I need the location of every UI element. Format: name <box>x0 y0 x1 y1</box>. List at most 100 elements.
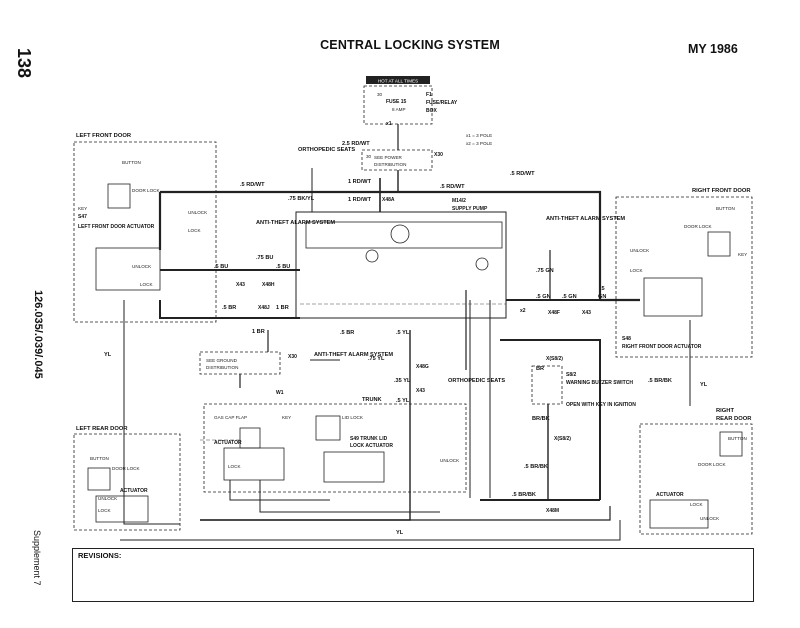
lf-act-lock: LOCK <box>140 282 153 287</box>
x-s8-b: X(S8/2) <box>554 436 571 442</box>
lf-unlock-label: UNLOCK <box>188 210 208 215</box>
f1-name2: BOX <box>426 108 438 114</box>
rr-button-box <box>719 431 743 457</box>
rf-key-label: KEY <box>738 252 747 257</box>
m14-label: M14/2 <box>452 198 466 204</box>
buzzer-switch-box <box>531 365 563 405</box>
wire-1br-a: 1 BR <box>276 305 289 311</box>
wire-5brbk-b: .5 BR/BK <box>524 464 548 470</box>
yl-bottom: YL <box>396 530 404 536</box>
s49-label: S49 TRUNK LID <box>350 436 388 442</box>
wire-5brbk-c: .5 BR/BK <box>512 492 536 498</box>
see-ground: SEE GROUND <box>206 358 238 363</box>
lf-lock-label: LOCK <box>188 228 201 233</box>
wire-5bu-b: .5 BU <box>276 264 290 270</box>
br-label: BR <box>536 366 544 372</box>
f1-name1: FUSE/RELAY <box>426 100 458 106</box>
wire-5gn-b: .5 GN <box>562 294 577 300</box>
x48f: X48F <box>548 310 560 316</box>
wire-5gn-a: .5 GN <box>536 294 551 300</box>
revisions-label: REVISIONS: <box>78 551 122 560</box>
m14-name: SUPPLY PUMP <box>452 206 488 212</box>
ortho-seats-top: ORTHOPEDIC SEATS <box>298 147 355 153</box>
s49-actuator-body <box>323 451 385 483</box>
wire-5rdwt-mid: .5 RD/WT <box>440 184 465 190</box>
harness-top <box>160 190 602 300</box>
x1-top: x1 <box>386 121 392 127</box>
ortho-seats-mid: ORTHOPEDIC SEATS <box>448 378 505 384</box>
rr-actuator-body <box>649 499 709 529</box>
x43-right: X43 <box>582 310 591 316</box>
rf-actuator-body <box>643 277 703 317</box>
f1-label: F1 <box>426 92 432 98</box>
x30-top: X30 <box>434 152 443 158</box>
rf-button-box <box>707 231 731 257</box>
lid-lock-box <box>315 415 341 441</box>
wire-5brbk-a: .5 BR/BK <box>648 378 672 384</box>
t30: 30 <box>366 154 372 159</box>
wire-75yl: .75 YL <box>368 356 385 362</box>
supply-pump-box <box>295 211 507 319</box>
revisions-box <box>72 548 754 602</box>
left-front-door-box <box>73 141 217 323</box>
wire-1rdwt-b: 1 RD/WT <box>348 197 372 203</box>
right-front-door-box <box>615 196 753 358</box>
lf-button-label: BUTTON <box>122 160 141 165</box>
hot-at-all-times-badge <box>366 76 430 84</box>
right-rear-door-box <box>639 423 753 535</box>
x48j: X48J <box>258 305 270 311</box>
x48h: X48H <box>262 282 275 288</box>
wire-5rdwt-left: .5 RD/WT <box>240 182 265 188</box>
power-distribution-box <box>361 149 433 171</box>
lr-lock-label: LOCK <box>98 508 111 513</box>
fuse-box <box>363 85 433 125</box>
lf-act-unlock: UNLOCK <box>132 264 152 269</box>
yl-left: YL <box>104 352 112 358</box>
rr-lock-label: LOCK <box>690 502 703 507</box>
distribution: DISTRIBUTION <box>374 162 406 167</box>
fuse-term: 30 <box>377 92 383 97</box>
lf-door-lock-label: DOOR LOCK <box>132 188 161 193</box>
right-rear-door-title-1: RIGHT <box>716 408 734 414</box>
model-year: MY 1986 <box>688 42 738 56</box>
hot-at-all-times-text: HOT AT ALL TIMES <box>378 79 418 84</box>
s47-label: S47 <box>78 214 87 220</box>
rf-actuator-label: RIGHT FRONT DOOR ACTUATOR <box>622 344 702 350</box>
trunk-lock-label: LOCK <box>228 464 241 469</box>
gas-cap-box <box>239 427 261 449</box>
wire-5br: .5 BR <box>222 305 236 311</box>
x-s8-a: X(S8/2) <box>546 356 563 362</box>
lr-unlock-label: UNLOCK <box>98 496 118 501</box>
ground-distribution-box <box>199 351 281 375</box>
right-front-door-title: RIGHT FRONT DOOR <box>692 188 751 194</box>
wire-35yl: .35 YL <box>394 378 411 384</box>
left-rear-door-box <box>73 433 181 531</box>
anti-theft-left: ANTI-THEFT ALARM SYSTEM <box>256 220 335 226</box>
supply-pump-inner <box>305 221 503 249</box>
pole1: x1 = 3 POLE <box>466 133 492 138</box>
lf-actuator-label: LEFT FRONT DOOR ACTUATOR <box>78 224 155 230</box>
wire-gn-d: GN <box>598 294 606 300</box>
lf-key-label: KEY <box>78 206 87 211</box>
wire-5rdwt-right: .5 RD/WT <box>510 171 535 177</box>
ground-distribution: DISTRIBUTION <box>206 365 238 370</box>
s8-desc: OPEN WITH KEY IN IGNITION <box>566 402 636 408</box>
rr-door-lock-label: DOOR LOCK <box>698 462 727 467</box>
lid-lock-label: LID LOCK <box>342 415 364 420</box>
wire-1br-b: 1 BR <box>252 329 265 335</box>
trunk-unlock-label: UNLOCK <box>440 458 460 463</box>
x48m: X48M <box>546 508 559 514</box>
wire-5bu-a: .5 BU <box>214 264 228 270</box>
wire-5br-mid: .5 BR <box>340 330 354 336</box>
lr-button-box <box>87 467 111 491</box>
x30-mid: X30 <box>288 354 297 360</box>
x48a: X48A <box>382 197 395 203</box>
lr-door-lock-label: DOOR LOCK <box>112 466 141 471</box>
wire-75bkyl: .75 BK/YL <box>288 196 315 202</box>
right-rear-door-title-2: REAR DOOR <box>716 416 752 422</box>
left-front-door-title: LEFT FRONT DOOR <box>76 133 132 139</box>
x43-mid: X43 <box>416 388 425 394</box>
wire-5yl: .5 YL <box>396 330 410 336</box>
rf-button-label: BUTTON <box>716 206 735 211</box>
